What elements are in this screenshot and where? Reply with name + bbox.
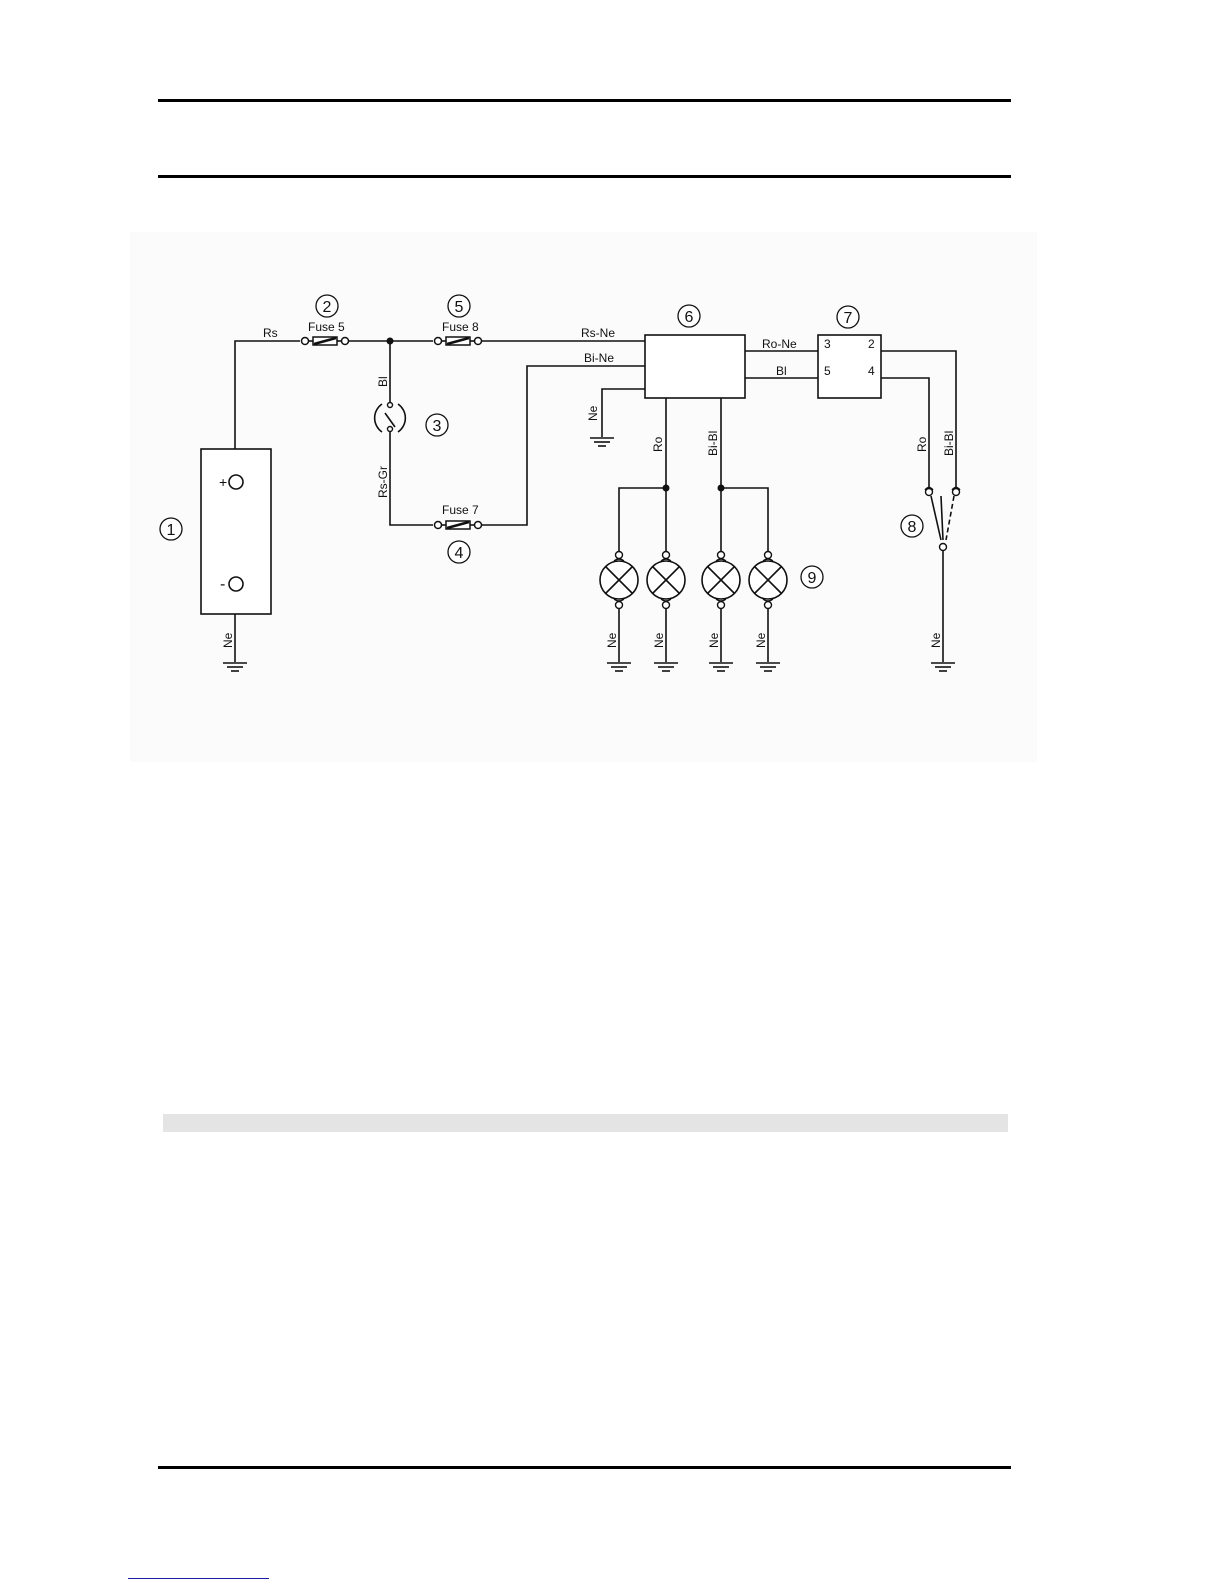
junction-dot [718, 485, 725, 492]
component-marker-8: 8 [901, 515, 923, 537]
header-rule-bottom [158, 175, 1011, 178]
component-marker-2: 2 [316, 295, 338, 317]
wire-label-ro-ne: Ro-Ne [762, 337, 797, 351]
component-marker-7: 7 [837, 306, 859, 328]
component-number-3: 3 [433, 418, 442, 435]
component-number-8: 8 [908, 519, 917, 536]
footer-rule [158, 1466, 1011, 1469]
wiring-diagram-svg: + - Fuse 5 Fuse 8 Fuse 7 [130, 232, 1037, 762]
component-marker-4: 4 [448, 541, 470, 563]
wire-label-ne-battery: Ne [221, 632, 235, 648]
ground-symbol [756, 663, 780, 671]
fuse-5: Fuse 5 [302, 320, 349, 345]
component-number-7: 7 [844, 310, 853, 327]
ground-symbol [709, 663, 733, 671]
component-number-5: 5 [455, 299, 464, 316]
wire-label-rs-gr: Rs-Gr [376, 466, 390, 498]
ground-symbol [607, 663, 631, 671]
component-number-1: 1 [167, 522, 176, 539]
lamp [647, 552, 685, 609]
wire-label-ne-lamp-1: Ne [605, 632, 619, 648]
wire-label-ne-switch: Ne [929, 632, 943, 648]
fuse-7: Fuse 7 [435, 503, 482, 529]
fuse-8: Fuse 8 [435, 320, 482, 345]
horn-switch [925, 488, 960, 551]
relay: 3 2 5 4 [818, 335, 881, 398]
wire-label-ne-lamp-4: Ne [754, 632, 768, 648]
battery: + - [201, 449, 271, 614]
lamp [702, 552, 740, 609]
fuse-7-label: Fuse 7 [442, 503, 479, 517]
component-marker-3: 3 [426, 414, 448, 436]
wire-label-rs-ne: Rs-Ne [581, 326, 615, 340]
wire-label-ro-switch: Ro [915, 436, 929, 452]
fuse-8-label: Fuse 8 [442, 320, 479, 334]
relay-pin-5: 5 [824, 364, 831, 378]
lamp [600, 552, 638, 609]
battery-positive-label: + [219, 474, 227, 490]
component-marker-5: 5 [448, 295, 470, 317]
wire-label-ne-lamp-2: Ne [652, 632, 666, 648]
control-unit [645, 335, 745, 398]
wire-label-ne-lamp-3: Ne [707, 632, 721, 648]
wire-label-rs: Rs [263, 326, 278, 340]
lamp [749, 552, 787, 609]
relay-pin-2: 2 [868, 337, 875, 351]
junction-dot [663, 485, 670, 492]
wire-label-bi-bl-unit: Bi-Bl [706, 431, 720, 456]
component-number-4: 4 [455, 545, 464, 562]
wire-label-ro-unit: Ro [651, 436, 665, 452]
relay-pin-3: 3 [824, 337, 831, 351]
ground-symbol [590, 438, 614, 446]
wire-label-bi-bl-switch: Bi-Bl [942, 431, 956, 456]
component-marker-1: 1 [160, 518, 182, 540]
ground-symbol [223, 663, 247, 671]
fuse-5-label: Fuse 5 [308, 320, 345, 334]
wire-label-ne-unit: Ne [586, 405, 600, 421]
component-number-9: 9 [808, 570, 817, 587]
switch [375, 403, 406, 433]
battery-negative-label: - [220, 576, 225, 593]
wire-label-bl-switch: Bl [376, 376, 390, 387]
wire-label-bl-relay: Bl [776, 364, 787, 378]
ground-symbol [654, 663, 678, 671]
component-number-2: 2 [323, 299, 332, 316]
relay-pin-4: 4 [868, 364, 875, 378]
wiring-diagram: + - Fuse 5 Fuse 8 Fuse 7 [130, 232, 1037, 762]
header-rule-top [158, 99, 1011, 102]
component-number-6: 6 [685, 309, 694, 326]
ground-symbol [931, 663, 955, 671]
junction-dot [387, 338, 394, 345]
component-marker-6: 6 [678, 305, 700, 327]
section-band [163, 1114, 1008, 1132]
footer-link-underline [128, 1578, 269, 1579]
wire-label-bi-ne: Bi-Ne [584, 351, 614, 365]
component-marker-9: 9 [801, 566, 823, 588]
